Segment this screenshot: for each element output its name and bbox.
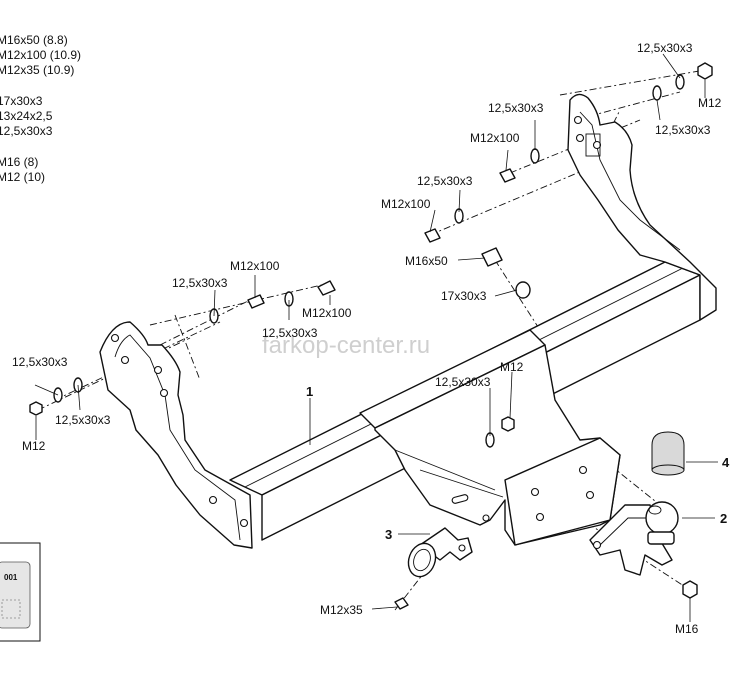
part-labels: 12,5x30x3 M12 12,5x30x3 12,5x30x3 M12x10… bbox=[12, 41, 730, 636]
spec-bolt-m16x50: M16x50 (8.8) bbox=[0, 33, 68, 47]
nut-left bbox=[29, 401, 43, 416]
bolt-m16x50 bbox=[481, 247, 503, 267]
part-number-2: 2 bbox=[720, 511, 727, 526]
spec-washer-17x30x3: 17x30x3 bbox=[0, 94, 43, 108]
bolt-top-left-b bbox=[317, 280, 336, 296]
part-number-4: 4 bbox=[722, 455, 730, 470]
nut-top-right bbox=[697, 62, 713, 80]
label-17x30x3: 17x30x3 bbox=[441, 289, 487, 303]
bolt-top-right-a bbox=[424, 228, 441, 243]
fasteners bbox=[29, 62, 713, 610]
center-tow-plate bbox=[359, 329, 621, 546]
label-tl-bolt-b: M12x100 bbox=[302, 306, 352, 320]
right-side-bracket bbox=[567, 93, 717, 321]
label-c-washer: 12,5x30x3 bbox=[435, 375, 491, 389]
washer-top-right-b bbox=[530, 148, 540, 164]
label-l-washer-b: 12,5x30x3 bbox=[55, 413, 111, 427]
label-tl-bolt-a: M12x100 bbox=[230, 259, 280, 273]
label-l-nut: M12 bbox=[22, 439, 46, 453]
label-tr-bolt-b: M12x100 bbox=[381, 197, 431, 211]
bolt-m12x35 bbox=[394, 597, 409, 610]
part-number-1: 1 bbox=[306, 384, 313, 399]
left-side-bracket bbox=[99, 321, 253, 549]
bolt-top-right-b bbox=[499, 168, 516, 183]
certification-stamp: 001 bbox=[0, 542, 41, 642]
spec-washer-12-5x30x3: 12,5x30x3 bbox=[0, 124, 53, 138]
washer-17x30x3 bbox=[515, 281, 531, 299]
spec-bolt-m12x35: M12x35 (10.9) bbox=[0, 63, 75, 77]
spec-nut-m16: M16 (8) bbox=[0, 155, 39, 169]
washer-top-right-d bbox=[675, 74, 685, 90]
label-l-washer-a: 12,5x30x3 bbox=[12, 355, 68, 369]
label-tl-washer-a: 12,5x30x3 bbox=[172, 276, 228, 290]
label-m16x50: M16x50 bbox=[405, 254, 448, 268]
part-number-3: 3 bbox=[385, 527, 392, 542]
spec-washer-13x24x2-5: 13x24x2,5 bbox=[0, 109, 53, 123]
label-tr-bolt-a: M12x100 bbox=[470, 131, 520, 145]
label-tr-washer-right: 12,5x30x3 bbox=[655, 123, 711, 137]
washer-top-right-c bbox=[652, 85, 662, 101]
label-tr-nut: M12 bbox=[698, 96, 722, 110]
fastener-spec-list: M16x50 (8.8) M12x100 (10.9) M12x35 (10.9… bbox=[0, 33, 81, 185]
leader-lines bbox=[34, 53, 718, 622]
spec-bolt-m12x100: M12x100 (10.9) bbox=[0, 48, 82, 62]
label-tr-washer-b: 12,5x30x3 bbox=[417, 174, 473, 188]
label-tr-washer-mid: 12,5x30x3 bbox=[488, 101, 544, 115]
label-c-nut: M12 bbox=[500, 360, 524, 374]
bolt-top-left-a bbox=[247, 294, 265, 309]
label-m16: M16 bbox=[675, 622, 699, 636]
label-tr-washer-top: 12,5x30x3 bbox=[637, 41, 693, 55]
tow-ball-assembly bbox=[589, 501, 679, 576]
socket-bracket bbox=[407, 527, 473, 578]
watermark-text: farkop-center.ru bbox=[262, 332, 430, 359]
label-m12x35: M12x35 bbox=[320, 603, 363, 617]
label-tl-washer-b: 12,5x30x3 bbox=[262, 326, 318, 340]
nut-m16 bbox=[682, 580, 698, 599]
tow-ball-cap bbox=[651, 431, 685, 476]
nut-center bbox=[501, 416, 515, 432]
spec-nut-m12: M12 (10) bbox=[0, 170, 46, 184]
stamp-code: 001 bbox=[4, 573, 18, 582]
